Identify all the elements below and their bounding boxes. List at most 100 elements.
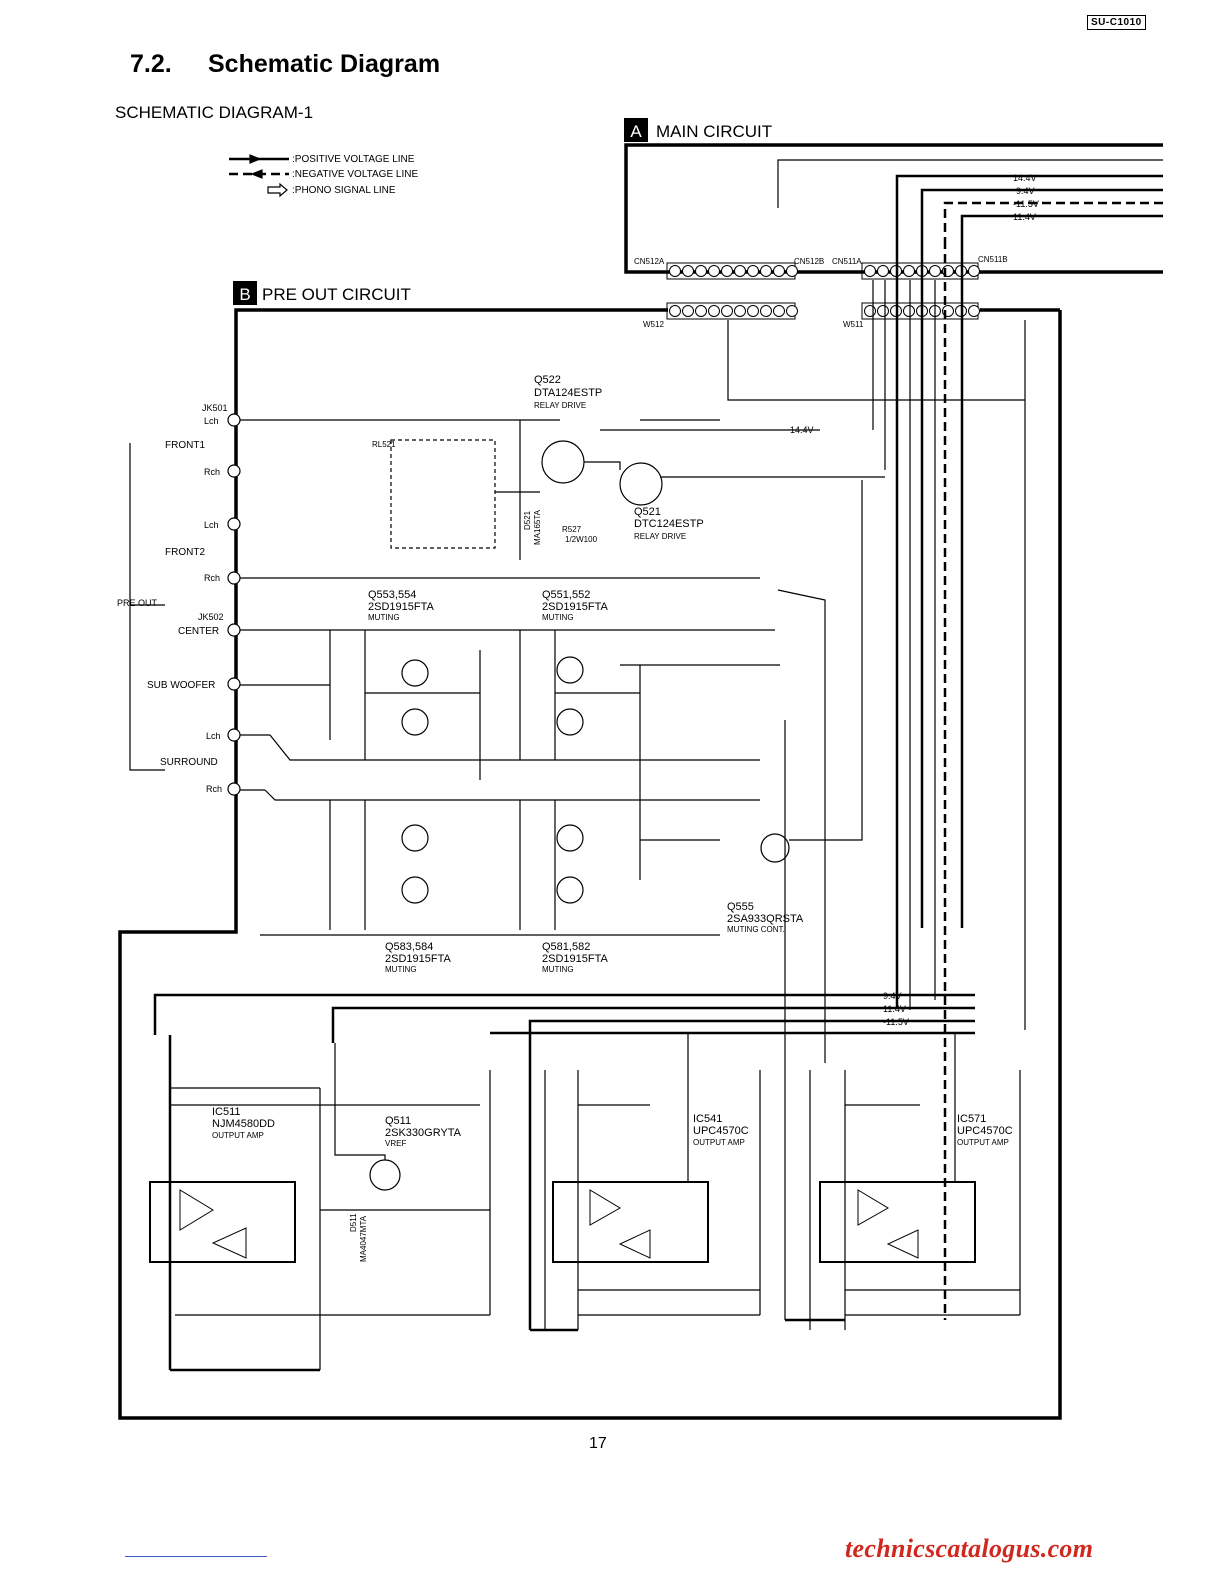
transistor-q581 [556, 824, 584, 852]
q511-type: 2SK330GRYTA [385, 1127, 462, 1139]
q555-func: MUTING CONT. [727, 925, 785, 934]
pre-out-frame [118, 308, 1062, 1420]
cn512b-label: CN512B [794, 257, 824, 266]
rail-label: 11.4V [1013, 212, 1036, 222]
connector-pin [903, 265, 915, 277]
transistor-q583 [401, 824, 429, 852]
cn512a-label: CN512A [634, 257, 665, 266]
jk502-label: JK502 [198, 612, 224, 622]
q581-func: MUTING [542, 965, 574, 974]
connector-pin [773, 305, 785, 317]
cn511a-label: CN511A [832, 257, 862, 266]
footer-link-underline [125, 1556, 267, 1557]
legend-negative-label: :NEGATIVE VOLTAGE LINE [292, 169, 418, 180]
connector-pin [721, 305, 733, 317]
ic511-ref: IC511 [212, 1106, 241, 1118]
connector-pin [695, 305, 707, 317]
jk501-label: JK501 [202, 403, 228, 413]
q551-ref: Q551,552 [542, 589, 590, 601]
rl521-label: RL521 [372, 440, 396, 449]
connector-pin [669, 265, 681, 277]
ic511-type: NJM4580DD [212, 1118, 275, 1130]
q551-type: 2SD1915FTA [542, 601, 608, 613]
transistor-q554 [401, 708, 429, 736]
sub-woofer-label: SUB WOOFER [147, 680, 215, 691]
q522-ref: Q522 [534, 374, 561, 386]
jack-rch: Rch [204, 573, 220, 583]
rail-label: 14.4V [1013, 173, 1037, 183]
q511-func: VREF [385, 1139, 406, 1148]
section-number: 7.2. [130, 50, 172, 78]
connector-pin [708, 305, 720, 317]
watermark-link[interactable]: technicscatalogus.com [845, 1534, 1094, 1563]
jack-lch: Lch [206, 731, 221, 741]
q553-ref: Q553,554 [368, 589, 416, 601]
w512-label: W512 [643, 320, 664, 329]
rail-label: 9.4V [1016, 186, 1035, 196]
q521-ref: Q521 [634, 506, 661, 518]
jack-rch: Rch [206, 784, 222, 794]
connector-pin [864, 305, 876, 317]
ic541-type: UPC4570C [693, 1125, 749, 1137]
connector-pin [760, 305, 772, 317]
block-b-letter: B [239, 285, 250, 304]
block-a-letter: A [630, 122, 642, 141]
transistor-q584 [401, 876, 429, 904]
connector-pin [682, 265, 694, 277]
transistor-q522 [541, 440, 585, 484]
jack-lch: Lch [204, 520, 219, 530]
block-a-name: MAIN CIRCUIT [656, 122, 772, 141]
block-b-badge [233, 281, 257, 305]
ic541-func: OUTPUT AMP [693, 1138, 745, 1147]
section-title: Schematic Diagram [208, 50, 441, 78]
r527-label: R527 [562, 525, 582, 534]
connector-pin [786, 265, 798, 277]
q581-type: 2SD1915FTA [542, 953, 608, 965]
rail-label: 9.4V [883, 991, 902, 1001]
pre-out-label: PRE OUT [117, 598, 158, 608]
surround-label: SURROUND [160, 757, 218, 768]
model-number: SU-C1010 [1087, 15, 1146, 30]
center-label: CENTER [178, 626, 219, 637]
transistor-q551 [556, 656, 584, 684]
connector-pin [760, 265, 772, 277]
d521-label: D521 [523, 510, 532, 530]
ic571-ref: IC571 [957, 1113, 986, 1125]
connector-pin [773, 265, 785, 277]
q583-type: 2SD1915FTA [385, 953, 451, 965]
diagram-subtitle: SCHEMATIC DIAGRAM-1 [115, 103, 314, 122]
q551-func: MUTING [542, 613, 574, 622]
connector-pin [695, 265, 707, 277]
block-a-badge [624, 118, 648, 142]
d521-type: MA165TA [533, 509, 542, 545]
ic571-package [819, 1181, 976, 1263]
q581-ref: Q581,582 [542, 941, 590, 953]
q521-type: DTC124ESTP [634, 518, 704, 530]
relay-rl521 [390, 439, 496, 549]
connector-pin [747, 305, 759, 317]
rail-label: -11.5V [1013, 199, 1039, 209]
q555-ref: Q555 [727, 901, 754, 913]
d511-type: MA4047MTA [359, 1215, 368, 1262]
r527-value: 1/2W100 [565, 535, 598, 544]
fet-q511 [369, 1159, 401, 1191]
ic571-type: UPC4570C [957, 1125, 1013, 1137]
page-number: 17 [589, 1435, 607, 1452]
ic541-ref: IC541 [693, 1113, 722, 1125]
ic511-package [149, 1181, 296, 1263]
ic571-func: OUTPUT AMP [957, 1138, 1009, 1147]
transistor-q555 [760, 833, 790, 863]
transistor-q521 [619, 462, 663, 506]
connector-pin [734, 265, 746, 277]
q553-type: 2SD1915FTA [368, 601, 434, 613]
q521-func: RELAY DRIVE [634, 532, 686, 541]
legend-phono-label: :PHONO SIGNAL LINE [292, 185, 396, 196]
connector-pin [734, 305, 746, 317]
main-circuit-frame [624, 143, 1163, 274]
w511-label: W511 [843, 320, 864, 329]
connector-pin [864, 265, 876, 277]
connector-pin [708, 265, 720, 277]
transistor-q553 [401, 659, 429, 687]
connector-pin [747, 265, 759, 277]
